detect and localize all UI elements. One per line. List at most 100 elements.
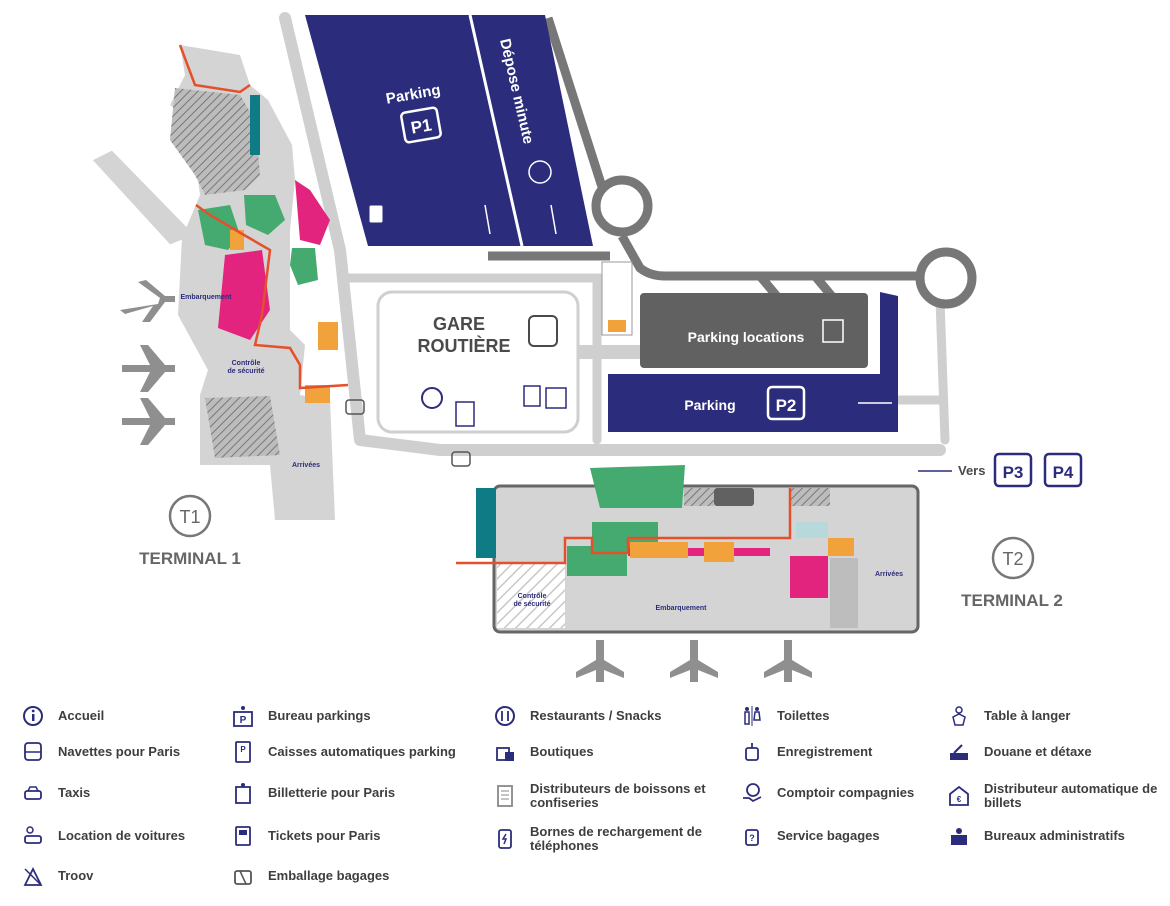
airport-map: Parking P1 Dépose minute GARE ROUTIÈRE P…	[91, 12, 1083, 682]
t2-embarquement: Embarquement	[656, 605, 708, 612]
atm-icon: €	[948, 785, 970, 807]
p1-badge-text: P1	[409, 115, 433, 137]
legend-label: Comptoir compagnies	[777, 785, 915, 800]
terminal-1-label: T1 TERMINAL 1	[139, 494, 241, 568]
legend-label: Toilettes	[777, 708, 830, 723]
legend-item: Boutiques	[494, 741, 594, 763]
legend-label: Distributeurs de boissons et confiseries	[530, 781, 706, 810]
t2-planes	[576, 640, 812, 682]
taxi-icon	[22, 782, 44, 804]
t1-securite-1: Contrôle	[232, 360, 261, 367]
gare-routiere[interactable]: GARE ROUTIÈRE	[376, 290, 580, 434]
p2-badge-text: P2	[776, 396, 797, 415]
legend-label: Bureaux administratifs	[984, 828, 1125, 843]
taxi-icon	[345, 399, 365, 415]
legend-label: Taxis	[58, 785, 91, 800]
bus-icon	[22, 741, 44, 763]
info-icon	[421, 387, 443, 409]
legend-label: Distributeur automatique de billets	[984, 781, 1158, 810]
legend-item: Billetterie pour Paris	[232, 782, 395, 804]
legend-label: Emballage bagages	[268, 868, 390, 883]
t2-badge-text: T2	[1002, 549, 1023, 569]
car-key-icon	[822, 319, 844, 343]
legend-item: P Caisses automatiques parking	[232, 741, 456, 763]
parking-locations[interactable]: Parking locations	[601, 261, 868, 368]
airplane-icon	[764, 640, 812, 682]
legend-label: Accueil	[58, 708, 105, 723]
t1-arrivees: Arrivées	[292, 462, 320, 469]
p3-badge-text: P3	[1003, 463, 1024, 482]
legend-label: Caisses automatiques parking	[268, 744, 456, 759]
parking-p2[interactable]: Parking P2	[608, 292, 898, 432]
ticket-office-icon	[455, 401, 475, 427]
legend-label: Troov	[58, 868, 94, 883]
legend-label: Restaurants / Snacks	[530, 708, 662, 723]
restaurant-icon	[494, 705, 516, 727]
legend-item: Bureaux administratifs	[948, 825, 1125, 847]
access-road	[488, 16, 977, 309]
legend-item: Taxis	[22, 782, 90, 804]
legend-item: Bornes de rechargement de téléphones	[494, 825, 720, 853]
gare-title-2: ROUTIÈRE	[417, 335, 510, 356]
p1-badge	[400, 106, 442, 144]
legend: Accueil Navettes pour Paris Taxis Locati…	[0, 695, 1170, 906]
baby-change-icon	[948, 705, 970, 727]
bus-icon	[528, 315, 558, 347]
legend-label: Tickets pour Paris	[268, 828, 381, 843]
legend-item: Emballage bagages	[232, 865, 389, 887]
parking-office-icon: P	[232, 705, 254, 727]
gare-title-1: GARE	[433, 314, 485, 334]
airplane-icon	[122, 345, 175, 392]
t2-securite-2: de sécurité	[514, 601, 551, 608]
vers-label: Vers	[958, 463, 985, 478]
info-icon	[22, 705, 44, 727]
legend-item: Restaurants / Snacks	[494, 705, 662, 727]
airplane-icon	[122, 398, 175, 445]
toilets-icon	[741, 705, 763, 727]
legend-label: Service bagages	[777, 828, 880, 843]
legend-item: Table à langer	[948, 705, 1070, 727]
airplane-icon	[576, 640, 624, 682]
legend-label: Table à langer	[984, 708, 1071, 723]
svg-text:€: €	[957, 795, 962, 804]
t1-embarquement: Embarquement	[181, 294, 233, 301]
taxi-icon	[451, 451, 471, 467]
p2-badge	[766, 385, 806, 421]
legend-item: Accueil	[22, 705, 104, 727]
shopping-bag-icon	[494, 741, 516, 763]
legend-item: ? Service bagages	[741, 825, 880, 847]
customs-icon	[948, 741, 970, 763]
parking-p1[interactable]: Parking P1	[305, 14, 593, 247]
legend-item: Toilettes	[741, 705, 830, 727]
terminal-2-label: T2 TERMINAL 2	[961, 536, 1063, 610]
p4-badge	[1043, 452, 1083, 488]
t1-badge-text: T1	[179, 507, 200, 527]
ticket-machine-icon	[523, 385, 541, 407]
legend-item: Distributeurs de boissons et confiseries	[494, 782, 720, 810]
airplane-icon	[120, 280, 175, 322]
vending-icon	[494, 785, 516, 807]
p3-badge	[993, 452, 1033, 488]
svg-text:P: P	[240, 715, 247, 726]
legend-item: P Bureau parkings	[232, 705, 371, 727]
t2-label: TERMINAL 2	[961, 591, 1063, 610]
legend-item: Troov	[22, 865, 93, 887]
legend-label: Douane et détaxe	[984, 744, 1092, 759]
legend-label: Bureau parkings	[268, 708, 371, 723]
t1-securite-2: de sécurité	[228, 368, 265, 375]
t1-planes	[120, 280, 175, 445]
legend-item: Tickets pour Paris	[232, 825, 380, 847]
vers-p3-p4[interactable]: Vers P3 P4	[918, 452, 1083, 488]
legend-label: Enregistrement	[777, 744, 873, 759]
t2-badge	[991, 536, 1035, 580]
legend-item: Douane et détaxe	[948, 741, 1092, 763]
svg-text:P: P	[240, 745, 246, 754]
terminal-2-building: Embarquement Contrôle de sécurité Arrivé…	[456, 465, 920, 634]
t2-securite-1: Contrôle	[518, 593, 547, 600]
legend-label: Bornes de rechargement de téléphones	[530, 824, 702, 853]
legend-item: Navettes pour Paris	[22, 741, 180, 763]
baggage-service-icon: ?	[741, 825, 763, 847]
t2-arrivees: Arrivées	[875, 571, 903, 578]
legend-label: Boutiques	[530, 744, 594, 759]
parking-locations-title: Parking locations	[688, 329, 805, 345]
